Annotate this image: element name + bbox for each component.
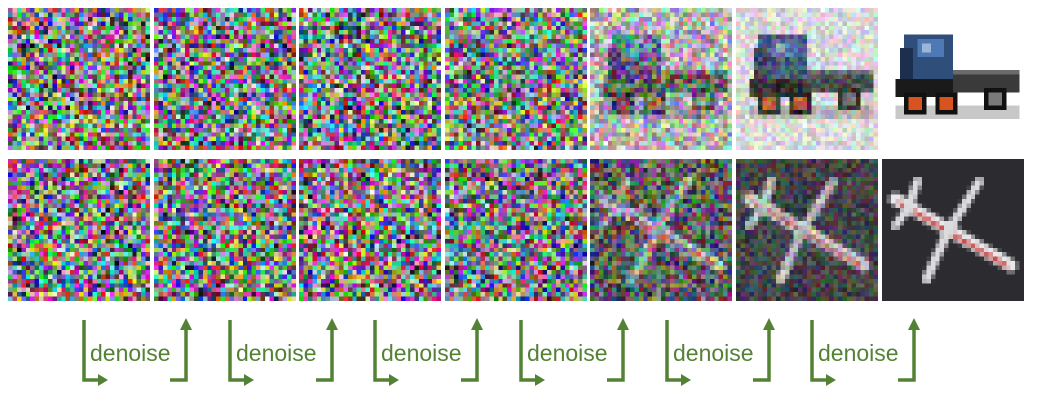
denoise-steps: denoise denoise denoise denoise: [0, 310, 1040, 400]
denoise-arrow-icon: [519, 318, 629, 386]
denoise-arrow-icon: [373, 318, 483, 386]
airplane-frame-1: [8, 159, 150, 301]
airplane-frame-2: [154, 159, 296, 301]
airplane-frame-5: [590, 159, 732, 301]
denoise-step-5: denoise: [661, 310, 781, 400]
denoise-label: denoise: [673, 340, 754, 366]
truck-frame-4: [445, 8, 587, 150]
denoise-step-4: denoise: [515, 310, 635, 400]
truck-frame-1: [8, 8, 150, 150]
airplane-frame-7: [882, 159, 1024, 301]
denoise-label: denoise: [527, 340, 608, 366]
denoise-label: denoise: [381, 340, 462, 366]
denoise-label: denoise: [818, 340, 899, 366]
denoise-arrow-icon: [665, 318, 775, 386]
truck-frame-6: [736, 8, 878, 150]
denoise-step-3: denoise: [369, 310, 489, 400]
denoise-label: denoise: [90, 340, 171, 366]
truck-frame-3: [299, 8, 441, 150]
truck-frame-7: [882, 8, 1024, 150]
denoise-arrow-icon: [810, 318, 920, 386]
airplane-frame-3: [299, 159, 441, 301]
denoising-image-grid: [8, 8, 1024, 301]
airplane-frame-6: [736, 159, 878, 301]
truck-frame-2: [154, 8, 296, 150]
denoise-step-6: denoise: [806, 310, 926, 400]
truck-frame-5: [590, 8, 732, 150]
denoise-label: denoise: [236, 340, 317, 366]
denoise-arrow-icon: [82, 318, 192, 386]
denoise-step-1: denoise: [78, 310, 198, 400]
airplane-frame-4: [445, 159, 587, 301]
denoise-step-2: denoise: [224, 310, 344, 400]
denoise-arrow-icon: [228, 318, 338, 386]
